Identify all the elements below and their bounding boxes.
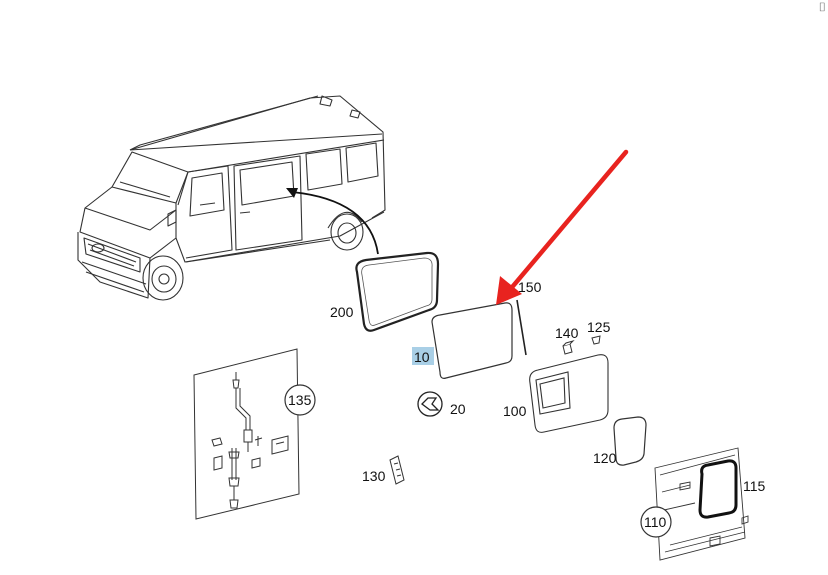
label-115: 115	[743, 478, 766, 494]
label-200: 200	[330, 304, 354, 320]
label-150: 150	[518, 279, 542, 295]
part-150-strip	[516, 299, 527, 356]
part-115-seal	[698, 459, 738, 519]
label-130: 130	[362, 468, 386, 484]
part-20-clip-icon	[417, 391, 443, 417]
callout-110-circle	[640, 506, 672, 538]
callout-135-circle	[284, 384, 316, 416]
label-125: 125	[587, 319, 611, 335]
corner-bracket-icon: ⌷	[818, 0, 826, 14]
van-illustration	[77, 95, 386, 301]
label-20: 20	[450, 401, 466, 417]
label-140: 140	[555, 325, 579, 341]
part-130-rail	[389, 455, 405, 485]
part-140-clip	[562, 339, 575, 355]
label-120: 120	[593, 450, 617, 466]
part-10-glass	[431, 302, 513, 379]
red-arrow-indicator	[496, 149, 629, 305]
part-200-window	[355, 251, 440, 332]
part-120-small-window	[613, 416, 647, 466]
label-10-highlight	[412, 347, 434, 365]
part-135-panel	[193, 348, 300, 520]
label-110: 110	[644, 514, 667, 530]
label-135: 135	[288, 392, 312, 408]
label-10: 10	[414, 349, 430, 365]
part-125-plug	[591, 335, 601, 345]
pointer-arrow	[286, 188, 379, 255]
label-100: 100	[503, 403, 527, 419]
part-100-frame	[529, 354, 609, 433]
